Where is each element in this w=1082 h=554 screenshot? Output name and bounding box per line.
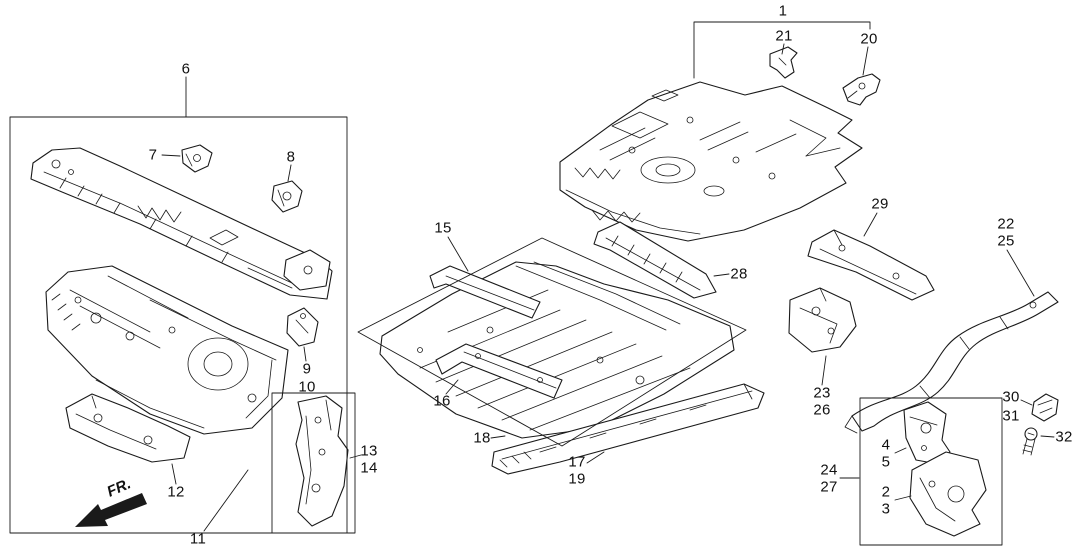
part-sill-28 — [593, 221, 717, 299]
part-rear-floor-pan — [559, 81, 863, 242]
part-panel-2-3 — [909, 451, 987, 537]
leader-lines — [161, 21, 1055, 532]
part-bracket-12 — [65, 393, 191, 463]
part-pillar-13-14 — [295, 395, 349, 527]
part-rail-29 — [807, 229, 935, 301]
callout-10: 10 — [298, 378, 316, 396]
callout-32: 32 — [1055, 428, 1073, 446]
callout-18: 18 — [473, 429, 491, 447]
part-bracket-21 — [769, 46, 798, 79]
group-box-floor — [357, 237, 747, 447]
callout-11: 11 — [189, 530, 207, 548]
callout-8: 8 — [286, 148, 296, 166]
callout-7: 7 — [148, 146, 158, 164]
callout-24: 24 — [820, 461, 838, 479]
part-bolt-32 — [1022, 427, 1038, 456]
callout-27: 27 — [820, 478, 838, 496]
callout-3: 3 — [881, 500, 891, 518]
callout-28: 28 — [730, 265, 748, 283]
callout-5: 5 — [881, 453, 891, 471]
part-bracket-8 — [271, 180, 303, 213]
callout-16: 16 — [433, 392, 451, 410]
group-box-rear-brackets — [859, 397, 1003, 546]
callout-15: 15 — [434, 219, 452, 237]
part-clip-30-31 — [1031, 393, 1059, 422]
callout-17: 17 — [568, 453, 586, 471]
part-frame-22-25 — [844, 291, 1059, 434]
callout-22: 22 — [997, 215, 1015, 233]
callout-14: 14 — [360, 459, 378, 477]
callout-13: 13 — [360, 442, 378, 460]
callout-19: 19 — [568, 470, 586, 488]
callout-23: 23 — [813, 384, 831, 402]
part-bracket-23-26 — [788, 287, 857, 353]
callout-4: 4 — [881, 436, 891, 454]
part-dash-panel — [45, 265, 289, 435]
callout-31: 31 — [1002, 407, 1020, 425]
part-front-rail — [429, 265, 541, 319]
fr-arrow-icon — [75, 493, 147, 527]
callout-21: 21 — [775, 27, 793, 45]
part-cowl-top — [30, 147, 333, 300]
part-crossmember-16 — [435, 343, 563, 399]
callout-1: 1 — [778, 2, 788, 20]
callout-26: 26 — [813, 401, 831, 419]
callout-30: 30 — [1002, 388, 1020, 406]
callout-29: 29 — [871, 195, 889, 213]
grouping-boxes — [9, 116, 1003, 546]
callout-25: 25 — [997, 232, 1015, 250]
part-stay-9-10 — [286, 307, 319, 347]
callout-9: 9 — [302, 360, 312, 378]
part-bracket-4-5 — [903, 401, 951, 465]
part-bracket-20 — [842, 73, 881, 106]
callout-20: 20 — [860, 30, 878, 48]
spare-tire-well — [640, 156, 696, 184]
group-box-dash-assembly — [9, 116, 348, 534]
callout-2: 2 — [881, 483, 891, 501]
group-box-pillar — [271, 392, 356, 534]
callout-12: 12 — [167, 483, 185, 501]
part-sill-17-19 — [491, 383, 765, 475]
callout-6: 6 — [181, 60, 191, 78]
part-bracket-7 — [181, 144, 213, 173]
